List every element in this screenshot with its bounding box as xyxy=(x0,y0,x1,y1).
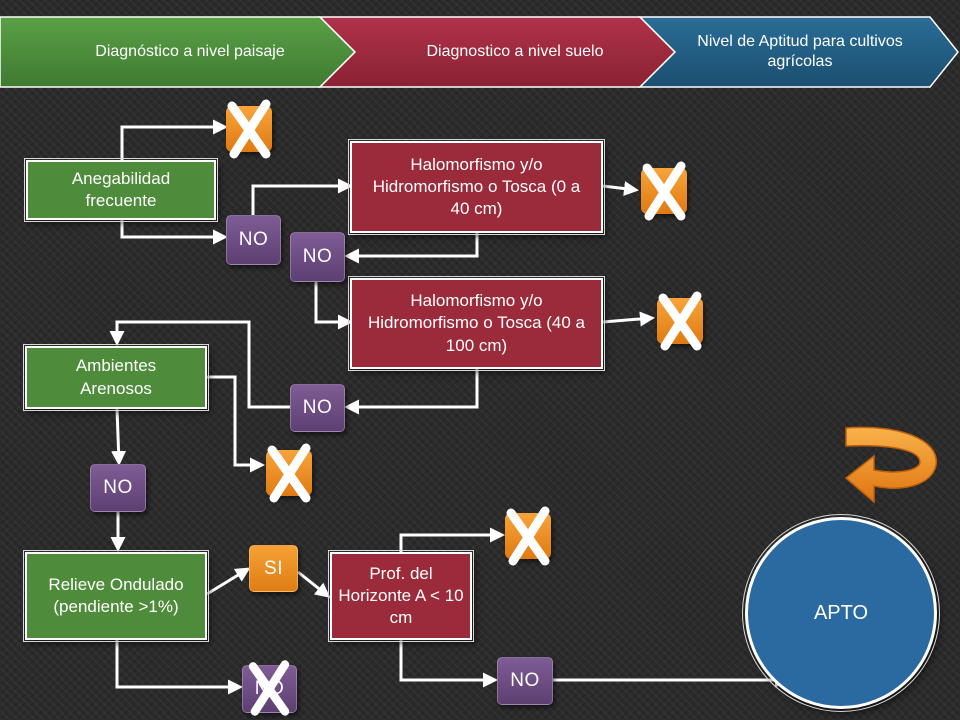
header-banner xyxy=(0,16,959,88)
connector-anegabilidad-reject xyxy=(120,119,228,160)
connector-halo2-no xyxy=(344,369,479,415)
connector-prof-reject xyxy=(399,527,505,552)
node-prof-horizonte-label: Prof. del Horizonte A < 10 cm xyxy=(338,563,464,628)
node-apto-label: APTO xyxy=(813,601,869,624)
node-halomorfismo-2-label: Halomorfismo y/o Hidromorfismo o Tosca (… xyxy=(368,291,585,355)
x-mark-icon xyxy=(242,660,297,716)
connector-no-halo2 xyxy=(314,282,353,330)
header-step3-shape xyxy=(638,16,959,88)
connector-relieve-si xyxy=(206,567,251,596)
node-relieve-ondulado-label: Relieve Ondulado (pendiente >1%) xyxy=(48,574,184,616)
node-apto: APTO xyxy=(742,514,940,712)
connector-prof-no xyxy=(399,640,498,688)
connector-relieve-reject xyxy=(115,640,243,695)
tag-no-3: NO xyxy=(290,384,345,432)
tag-si: SI xyxy=(249,545,298,592)
node-ambientes-arenosos: Ambientes Arenosos xyxy=(23,344,209,411)
node-relieve-ondulado: Relieve Ondulado (pendiente >1%) xyxy=(23,550,209,642)
tag-no-6: NO xyxy=(497,657,553,705)
node-prof-horizonte: Prof. del Horizonte A < 10 cm xyxy=(328,550,474,642)
x-mark-icon xyxy=(657,291,703,351)
node-halomorfismo-2: Halomorfismo y/o Hidromorfismo o Tosca (… xyxy=(348,276,605,371)
x-mark-icon xyxy=(226,99,272,159)
tag-no-1: NO xyxy=(226,215,281,265)
connector-no-ambientes xyxy=(109,320,290,409)
header-step3-label: Nivel de Aptitud para cultivos agrícolas xyxy=(697,33,903,70)
connector-ambientes-reject xyxy=(207,375,265,473)
node-anegabilidad-label: Anegabilidad frecuente xyxy=(71,168,171,210)
tag-no-4: NO xyxy=(90,464,146,512)
header-step2-label: Diagnostico a nivel suelo xyxy=(426,43,604,60)
connector-si-prof xyxy=(297,570,331,598)
tag-no-2: NO xyxy=(290,232,345,282)
header-step1-label: Diagnóstico a nivel paisaje xyxy=(95,43,285,60)
x-mark-icon xyxy=(266,443,312,503)
connector-halo1-no xyxy=(344,233,479,264)
node-halomorfismo-1: Halomorfismo y/o Hidromorfismo o Tosca (… xyxy=(348,139,605,235)
connector-anegabilidad-no xyxy=(120,220,228,245)
node-ambientes-arenosos-label: Ambientes Arenosos xyxy=(75,356,157,398)
connector-ambientes-no xyxy=(111,408,127,466)
connector-halo2-reject xyxy=(602,311,655,327)
curved-arrow-icon xyxy=(844,426,937,504)
connector-halo1-reject xyxy=(602,181,639,197)
x-mark-icon xyxy=(505,506,551,566)
node-anegabilidad: Anegabilidad frecuente xyxy=(24,158,218,222)
x-mark-icon xyxy=(641,161,687,221)
node-halomorfismo-1-label: Halomorfismo y/o Hidromorfismo o Tosca (… xyxy=(372,154,581,219)
connector-no-halo1 xyxy=(251,178,353,215)
